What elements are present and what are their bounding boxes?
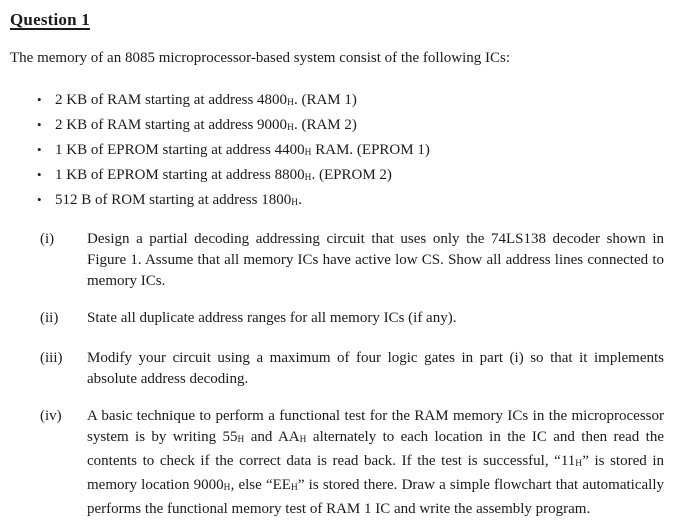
bullet-icon: • xyxy=(37,142,42,158)
text-segment: Design a partial decoding addressing cir… xyxy=(87,230,664,289)
item-label: (iii) xyxy=(40,349,63,366)
list-item: • 1 KB of EPROM starting at address 4400… xyxy=(37,139,664,164)
subscript-text: H xyxy=(304,148,312,159)
text-segment: 1 KB of EPROM starting at address 8800 xyxy=(55,167,305,184)
question-item: (iii) Modify your circuit using a maximu… xyxy=(40,348,664,390)
subscript-text: H xyxy=(223,482,231,493)
list-item-text: 512 B of ROM starting at address 1800H. xyxy=(55,190,302,214)
question-item: (ii) State all duplicate address ranges … xyxy=(40,308,664,329)
question-items: (i) Design a partial decoding addressing… xyxy=(10,229,664,520)
item-text: Design a partial decoding addressing cir… xyxy=(87,229,664,292)
text-segment: . (EPROM 2) xyxy=(311,167,392,184)
subscript-text: H xyxy=(290,482,298,493)
intro-paragraph: The memory of an 8085 microprocessor-bas… xyxy=(10,50,511,66)
text-segment: Modify your circuit using a maximum of f… xyxy=(87,349,664,387)
item-label: (iv) xyxy=(40,407,62,424)
subscript-text: H xyxy=(291,198,299,209)
question-item: (i) Design a partial decoding addressing… xyxy=(40,229,664,292)
item-label: (ii) xyxy=(40,309,59,326)
subscript-text: H xyxy=(287,123,294,134)
question-item: (iv) A basic technique to perform a func… xyxy=(40,406,664,520)
text-segment: ” is stored in memory location 9000 xyxy=(87,452,664,493)
bullet-icon: • xyxy=(37,117,42,133)
list-item: • 512 B of ROM starting at address 1800H… xyxy=(37,189,664,214)
text-segment: alternately to each location in the IC a… xyxy=(87,428,664,469)
list-item: • 2 KB of RAM starting at address 9000H.… xyxy=(37,114,664,139)
list-item-text: 1 KB of EPROM starting at address 8800H.… xyxy=(55,165,392,189)
text-segment: and AA xyxy=(244,428,300,445)
text-segment: 1 KB of EPROM starting at address 4400 xyxy=(55,142,305,159)
text-segment: 2 KB of RAM starting at address 9000 xyxy=(55,117,288,134)
item-text: Modify your circuit using a maximum of f… xyxy=(87,348,664,390)
subscript-text: H xyxy=(299,434,307,445)
text-segment: . (RAM 1) xyxy=(293,92,357,108)
item-text: A basic technique to perform a functiona… xyxy=(87,406,664,520)
bullet-icon: • xyxy=(37,92,42,107)
text-segment: A basic technique to perform a functiona… xyxy=(87,407,664,445)
list-item-text: 2 KB of RAM starting at address 4800H. (… xyxy=(55,90,357,114)
subscript-text: H xyxy=(237,434,245,445)
text-segment: 2 KB of RAM starting at address 4800 xyxy=(55,92,288,108)
item-label: (i) xyxy=(40,230,55,247)
text-segment: . (RAM 2) xyxy=(293,117,357,134)
text-segment: RAM. (EPROM 1) xyxy=(311,142,430,159)
subscript-text: H xyxy=(287,98,294,109)
subscript-text: H xyxy=(575,458,583,469)
subscript-text: H xyxy=(304,173,312,184)
question-title: Question 1 xyxy=(10,10,90,29)
list-item: • 2 KB of RAM starting at address 4800H.… xyxy=(37,89,664,114)
bullet-icon: • xyxy=(37,167,42,183)
list-item-text: 2 KB of RAM starting at address 9000H. (… xyxy=(55,115,357,139)
text-segment: ” is stored there. Draw a simple flowcha… xyxy=(87,476,664,517)
list-item-text: 1 KB of EPROM starting at address 4400H … xyxy=(55,140,430,164)
text-segment: , else “EE xyxy=(230,476,291,493)
text-segment: 512 B of ROM starting at address 1800 xyxy=(55,192,292,209)
text-segment: State all duplicate address ranges for a… xyxy=(87,309,457,326)
item-text: State all duplicate address ranges for a… xyxy=(87,308,664,329)
bullet-icon: • xyxy=(37,192,42,208)
text-segment: . xyxy=(298,192,302,209)
list-item: • 1 KB of EPROM starting at address 8800… xyxy=(37,164,664,189)
memory-ic-list: • 2 KB of RAM starting at address 4800H.… xyxy=(37,89,664,215)
